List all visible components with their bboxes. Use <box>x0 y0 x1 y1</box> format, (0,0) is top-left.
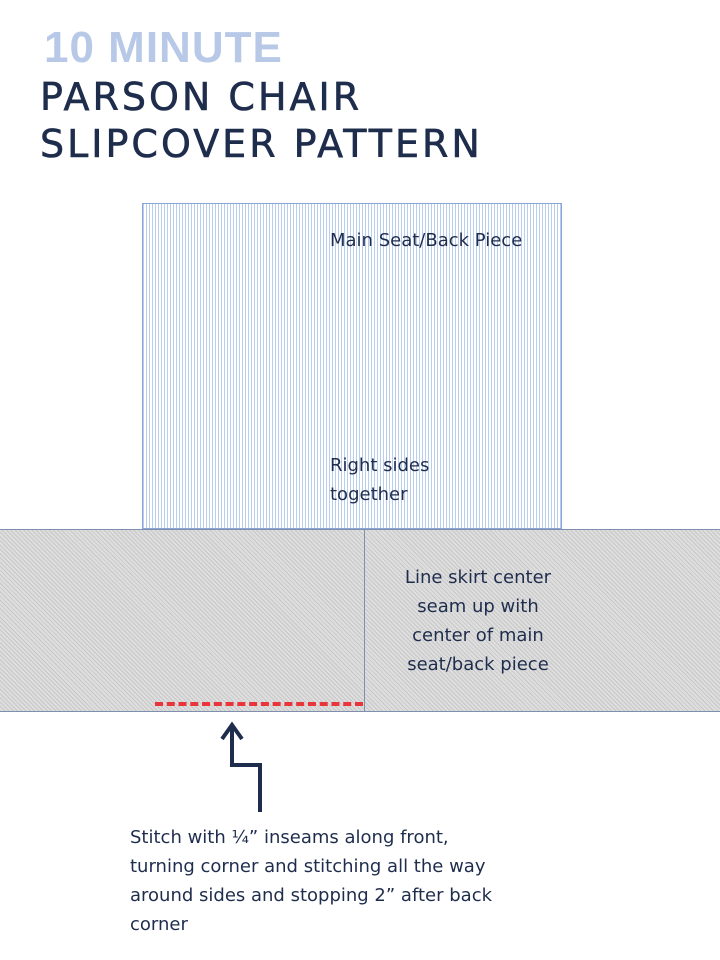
skirt-piece <box>0 529 720 712</box>
stitch-note-label: Stitch with ¼” inseams along front, turn… <box>130 827 493 935</box>
title-line-2: Parson Chair Slipcover Pattern <box>40 75 483 167</box>
stitch-line <box>155 702 363 706</box>
skirt-note-label: Line skirt center seam up with center of… <box>404 567 552 675</box>
right-sides-label: Right sides together <box>330 455 430 505</box>
title-line-1: 10 MINUTE <box>44 23 283 72</box>
skirt-center-seam <box>364 529 365 712</box>
main-seat-back-piece <box>142 203 562 529</box>
arrow-up-icon <box>220 721 262 812</box>
main-piece-label: Main Seat/Back Piece <box>330 230 523 251</box>
